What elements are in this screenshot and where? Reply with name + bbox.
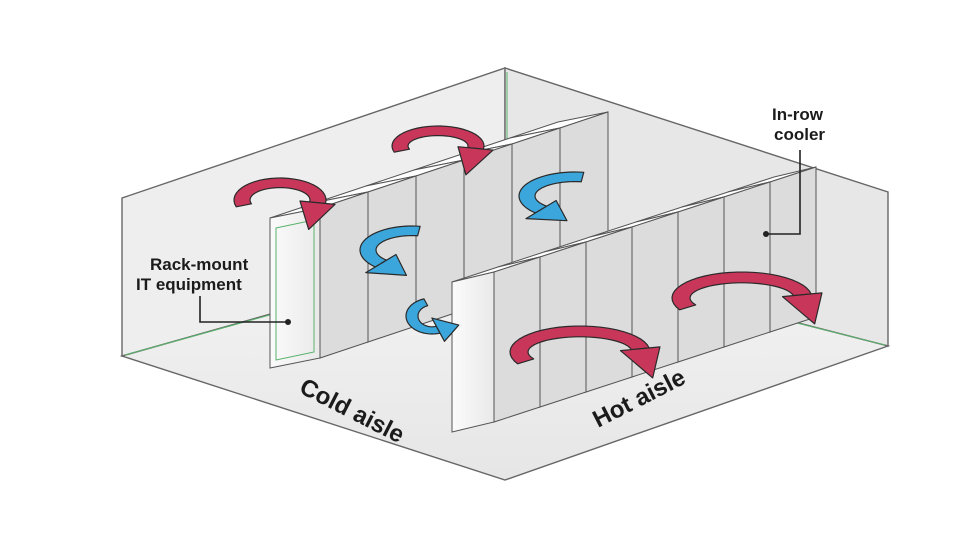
hot-air-flow-arrow bbox=[233, 177, 336, 231]
airflow-arrows bbox=[233, 125, 823, 379]
callout-rack-mount bbox=[199, 296, 291, 325]
hot-air-flow-arrow bbox=[391, 125, 494, 176]
callout-in-row-cooler bbox=[763, 150, 801, 237]
label-rack-mount-line2: IT equipment bbox=[136, 275, 242, 294]
back-rack-cabinet bbox=[269, 191, 369, 369]
cold-air-flow-arrow bbox=[405, 298, 460, 342]
hot-air-flow-arrow bbox=[671, 271, 823, 325]
label-rack-mount-line1: Rack-mount bbox=[150, 255, 249, 274]
cold-air-flow-arrow bbox=[359, 225, 421, 276]
label-in-row-line2: cooler bbox=[774, 125, 825, 144]
cold-air-flow-arrow bbox=[518, 171, 585, 222]
hot-air-flow-arrow bbox=[509, 325, 661, 379]
label-in-row-line1: In-row bbox=[772, 105, 824, 124]
front-rack-cabinet bbox=[451, 256, 541, 433]
front-rack-row bbox=[451, 166, 817, 433]
